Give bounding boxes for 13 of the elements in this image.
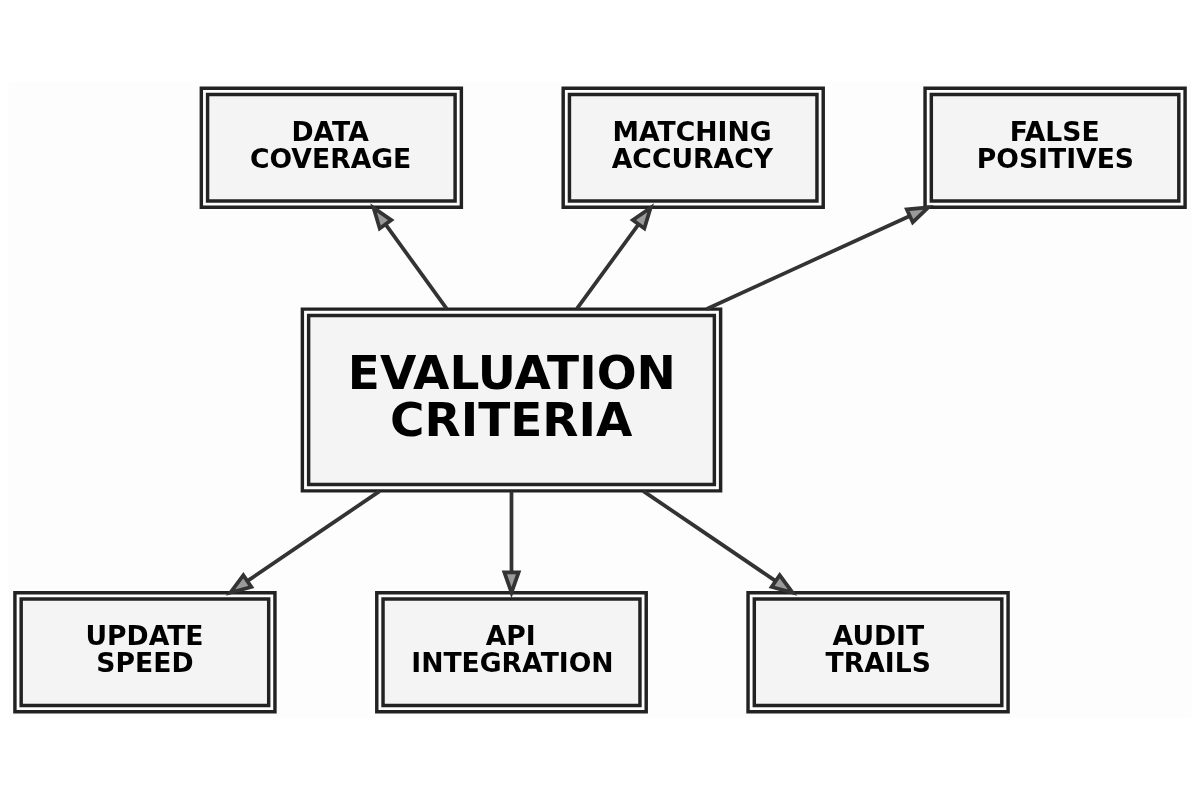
arrow (225, 489, 381, 596)
node-box: EVALUATION CRITERIA (300, 307, 723, 493)
arrow (705, 205, 934, 311)
arrow (642, 489, 798, 596)
node-box: FALSE POSITIVES (923, 86, 1187, 210)
arrow (370, 203, 449, 310)
node-box: API INTEGRATION (375, 590, 648, 714)
node-box: MATCHING ACCURACY (561, 86, 825, 210)
node-box: DATA COVERAGE (199, 86, 464, 210)
node-box: UPDATE SPEED (13, 590, 277, 714)
arrow (575, 203, 654, 310)
arrow (501, 491, 522, 599)
node-box: AUDIT TRAILS (746, 590, 1010, 714)
